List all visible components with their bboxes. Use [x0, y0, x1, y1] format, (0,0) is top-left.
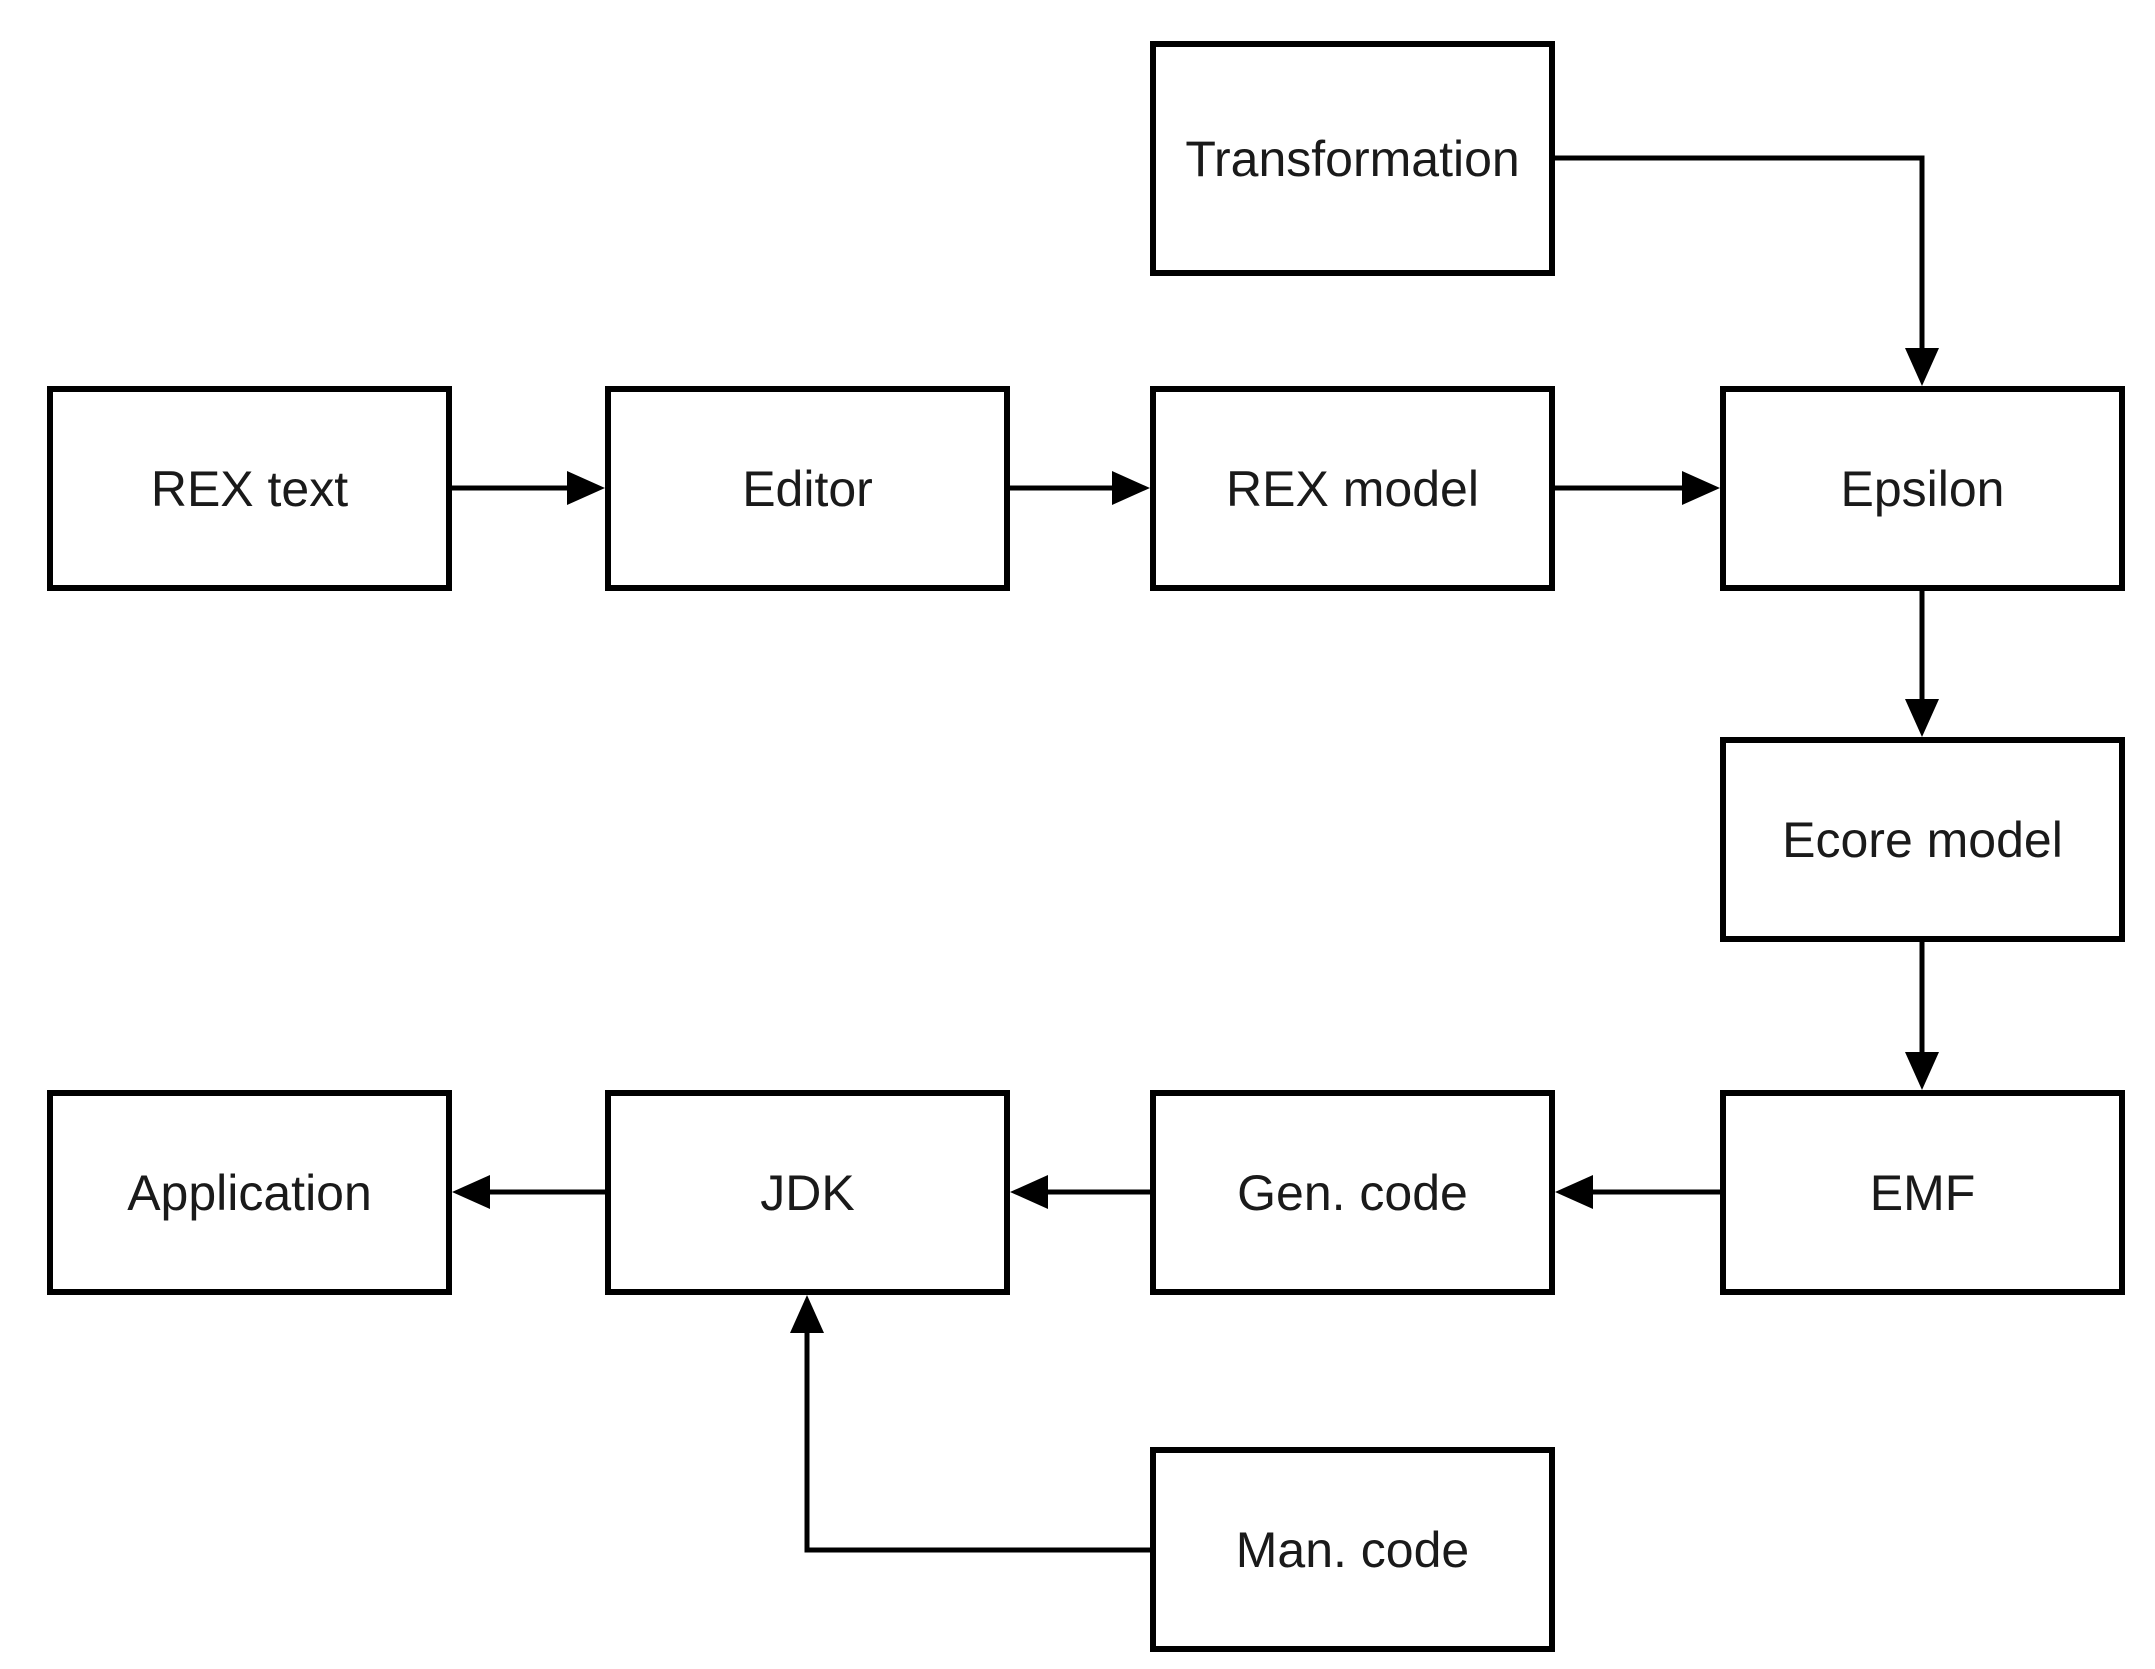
- node-label: JDK: [760, 1164, 855, 1221]
- node-application: Application: [47, 1090, 452, 1295]
- edge-jdk-to-application: [452, 1175, 605, 1209]
- edge-emf-to-gen-code: [1555, 1175, 1720, 1209]
- node-label: REX model: [1226, 460, 1479, 517]
- edge-rex-model-to-epsilon: [1555, 471, 1720, 505]
- node-jdk: JDK: [605, 1090, 1010, 1295]
- edge-man-code-to-jdk: [790, 1295, 1150, 1553]
- edge-editor-to-rex-model: [1010, 471, 1150, 505]
- node-rex-model: REX model: [1150, 386, 1555, 591]
- node-label: Ecore model: [1782, 811, 2063, 868]
- node-man-code: Man. code: [1150, 1447, 1555, 1652]
- edge-gen-code-to-jdk: [1010, 1175, 1150, 1209]
- node-label: Man. code: [1235, 1521, 1470, 1578]
- node-gen-code: Gen. code: [1150, 1090, 1555, 1295]
- node-transformation: Transformation: [1150, 41, 1555, 276]
- edge-rex-text-to-editor: [452, 471, 605, 505]
- edge-ecore-model-to-emf: [1905, 942, 1939, 1090]
- node-epsilon: Epsilon: [1720, 386, 2125, 591]
- node-label: EMF: [1869, 1164, 1976, 1221]
- node-label: REX text: [150, 460, 349, 517]
- node-rex-text: REX text: [47, 386, 452, 591]
- edge-transformation-to-epsilon: [1555, 155, 1939, 386]
- node-emf: EMF: [1720, 1090, 2125, 1295]
- node-label: Epsilon: [1840, 460, 2005, 517]
- node-label: Transformation: [1185, 130, 1520, 187]
- node-label: Application: [127, 1164, 372, 1221]
- node-label: Gen. code: [1237, 1164, 1468, 1221]
- node-editor: Editor: [605, 386, 1010, 591]
- edge-epsilon-to-ecore-model: [1905, 591, 1939, 737]
- node-ecore-model: Ecore model: [1720, 737, 2125, 942]
- node-label: Editor: [742, 460, 873, 517]
